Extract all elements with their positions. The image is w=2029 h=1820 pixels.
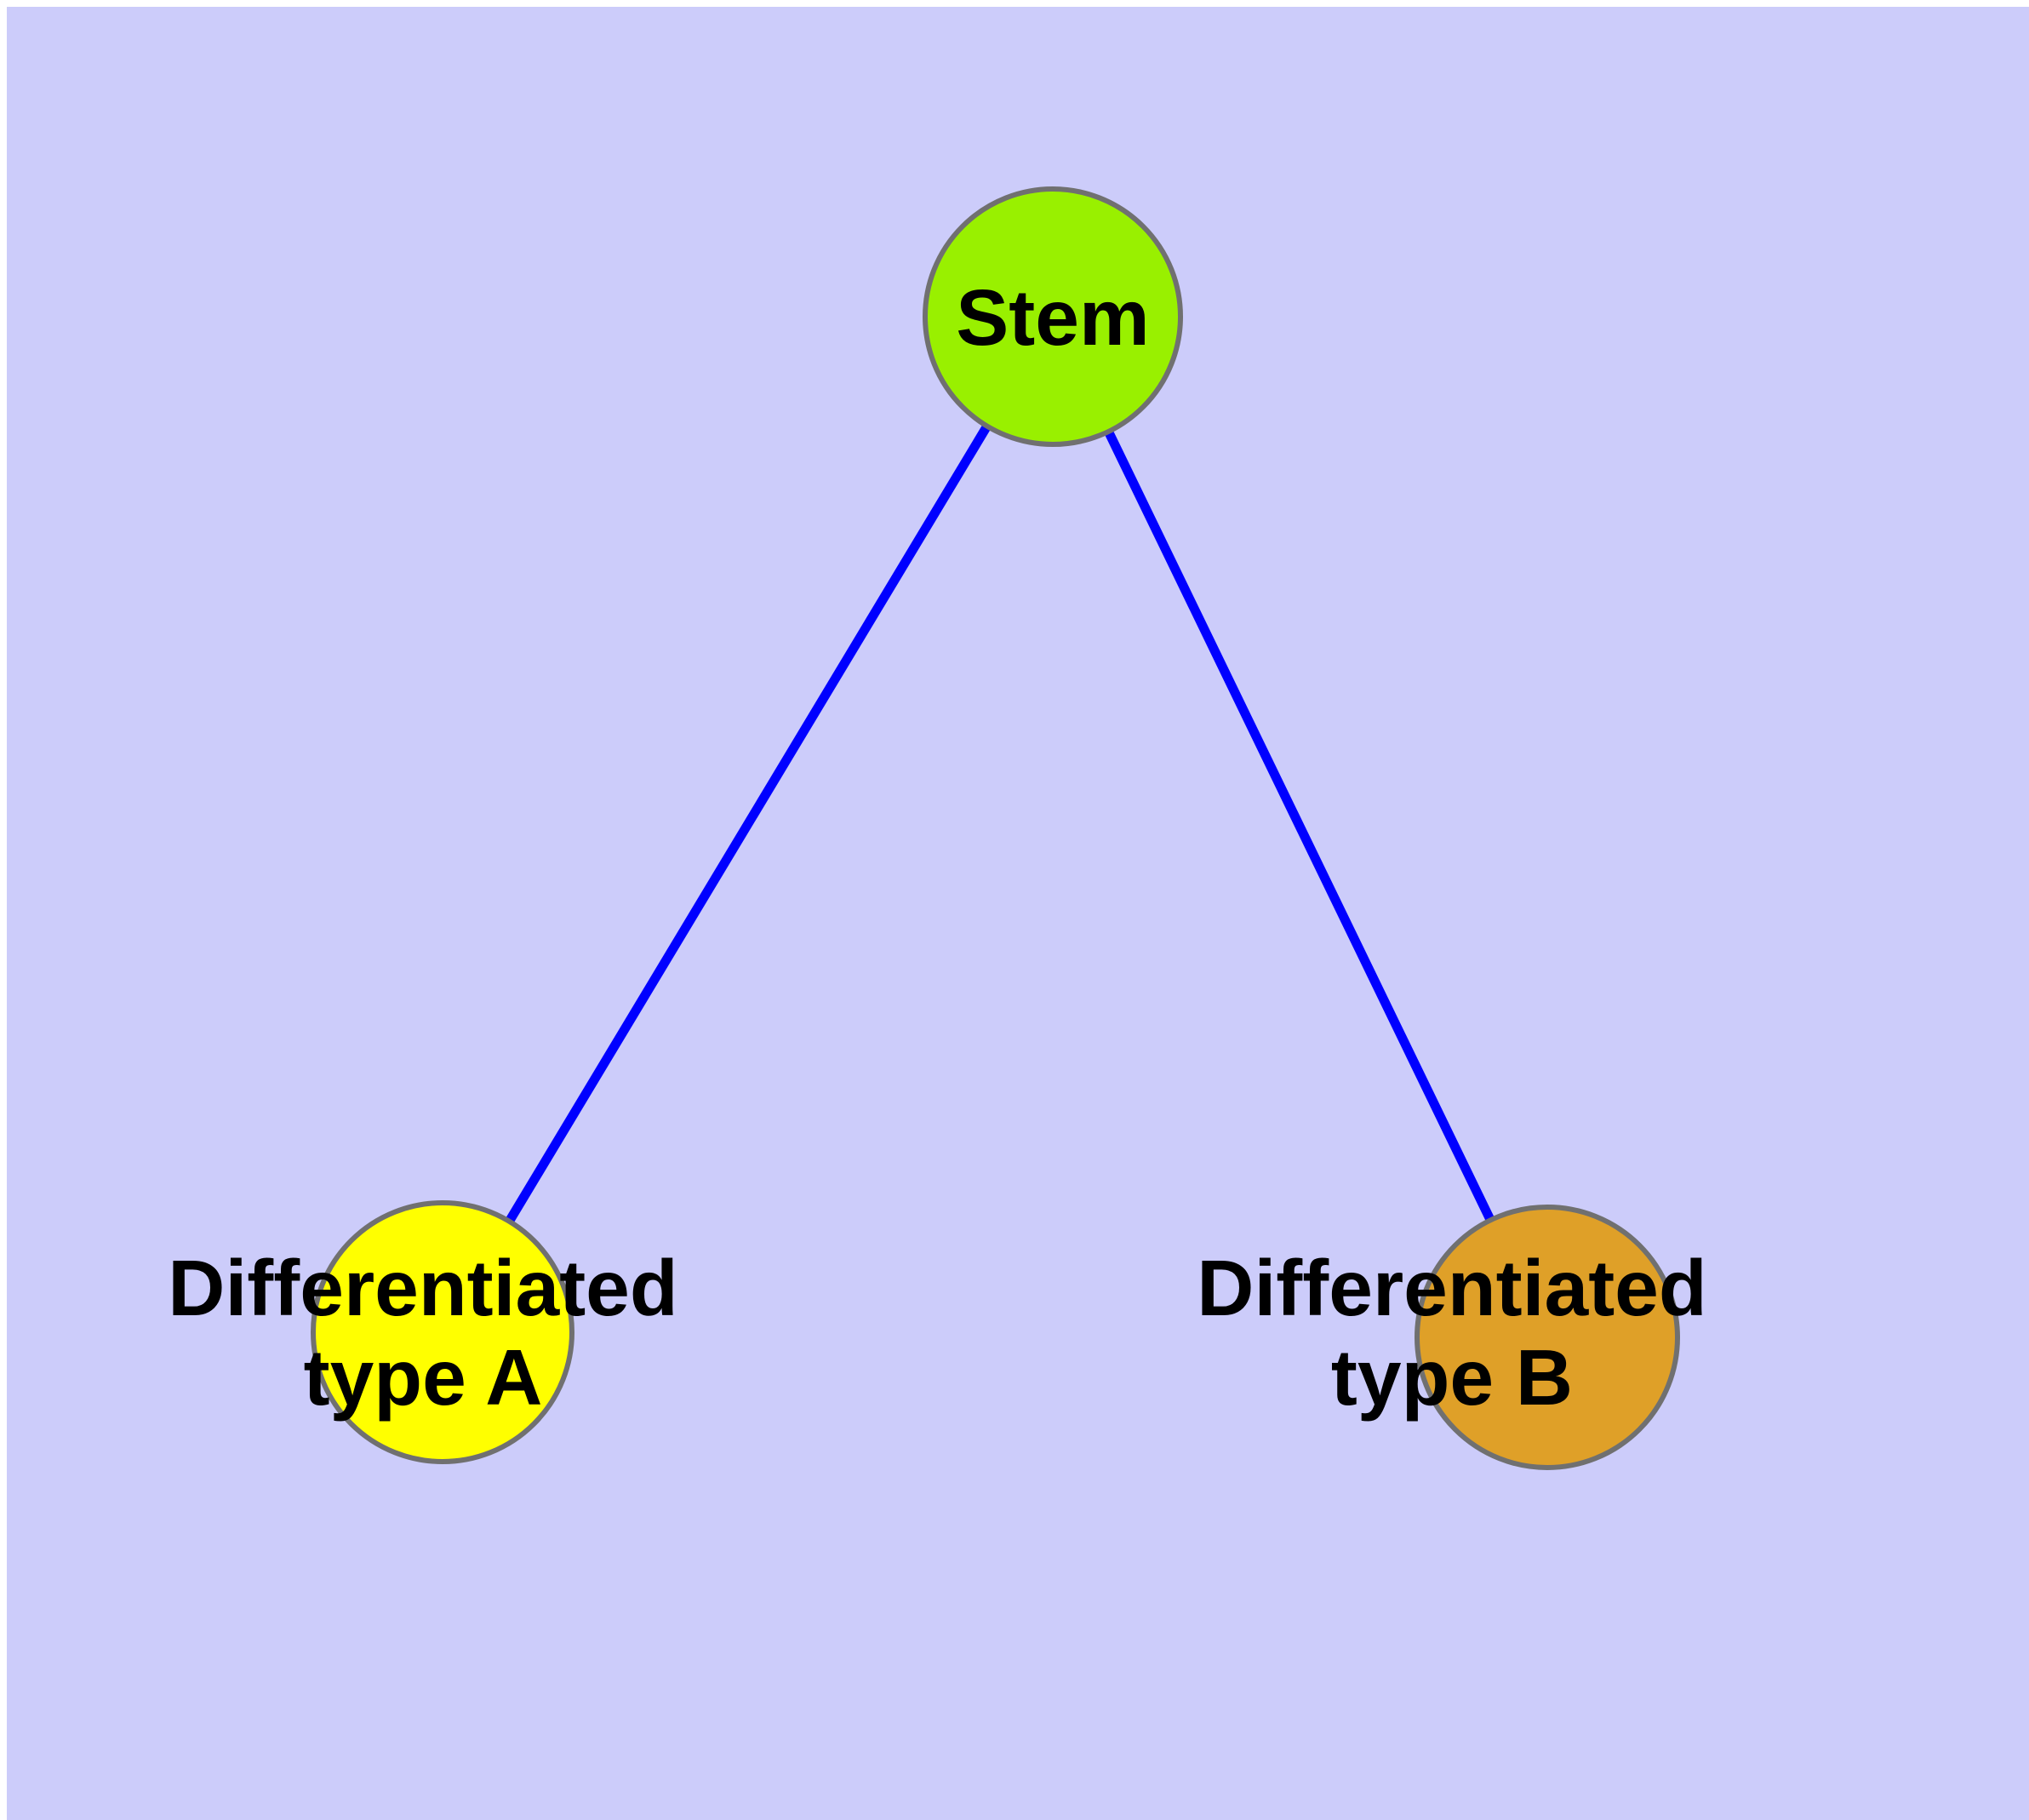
node-label-stem: Stem [956,273,1149,362]
edge-stem-to-diff-a[interactable] [438,314,1057,1335]
node-diff-b[interactable] [1415,1205,1680,1470]
label-line: Differentiated [168,1244,677,1332]
node-diff-a[interactable] [311,1200,574,1464]
label-line: type A [304,1333,543,1422]
edge-stem-to-diff-b[interactable] [1049,314,1552,1340]
label-line: Stem [956,273,1149,362]
label-line: type B [1331,1333,1573,1422]
edges-layer [438,314,1552,1340]
label-line: Differentiated [1197,1244,1706,1332]
node-stem[interactable] [923,186,1183,447]
nodes-layer [311,186,1680,1470]
